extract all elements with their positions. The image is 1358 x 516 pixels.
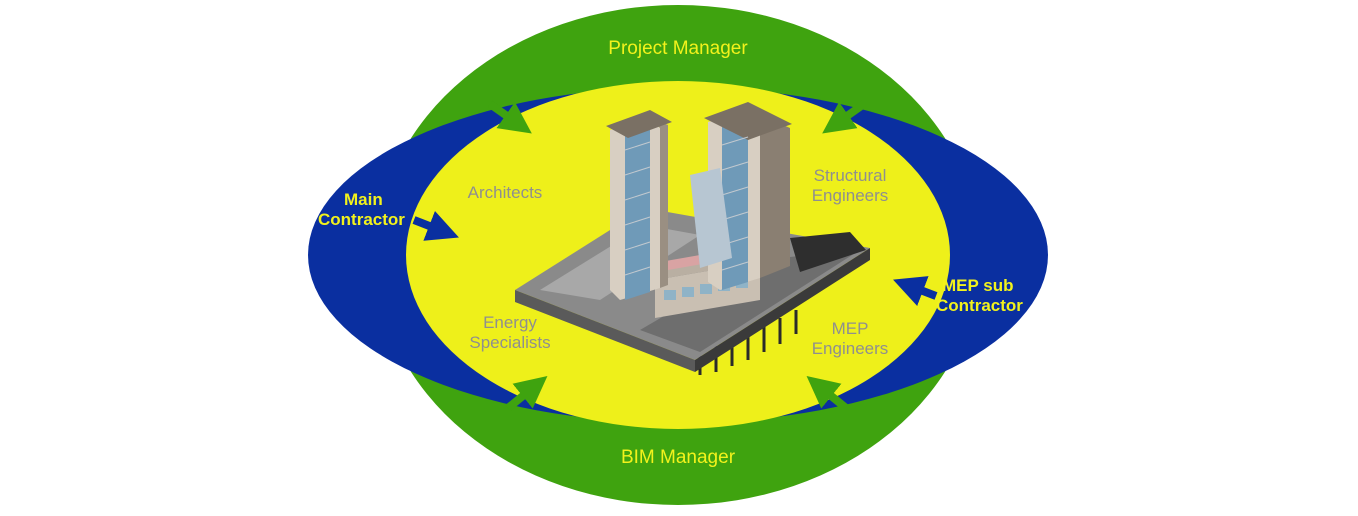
mep-engineers-line1: MEP: [831, 319, 869, 338]
arrow-bottom-right: [806, 375, 849, 412]
project-manager-label: Project Manager: [608, 38, 748, 59]
architects-label: Architects: [467, 183, 543, 202]
arrow-bottom-left: [505, 375, 548, 412]
arrow-main-contractor: [412, 210, 459, 241]
blue-arrows: [412, 210, 938, 306]
main-contractor-label: Main Contractor: [318, 190, 405, 229]
arrow-top-left: [487, 100, 532, 134]
energy-specialists-line2: Specialists: [469, 332, 551, 352]
mep-subcontractor-line2: Contractor: [936, 295, 1023, 315]
mep-subcontractor-line1: MEP sub: [942, 276, 1014, 295]
structural-engineers-line1: Structural: [813, 166, 887, 185]
main-contractor-line1: Main: [344, 190, 383, 209]
mep-subcontractor-label: MEP sub Contractor: [936, 276, 1023, 315]
structural-engineers-label: Structural Engineers: [790, 166, 910, 205]
energy-specialists-label: Energy Specialists: [450, 313, 570, 352]
arrow-mep-subcontractor: [893, 276, 938, 306]
bim-manager-label: BIM Manager: [620, 447, 736, 468]
mep-engineers-label: MEP Engineers: [790, 319, 910, 358]
main-contractor-line2: Contractor: [318, 209, 405, 229]
mep-engineers-line2: Engineers: [811, 338, 889, 358]
building-model-icon: [515, 102, 870, 375]
arrow-top-right: [822, 100, 867, 134]
structural-engineers-line2: Engineers: [811, 185, 889, 205]
energy-specialists-line1: Energy: [483, 313, 537, 332]
green-arrows: [487, 100, 867, 412]
